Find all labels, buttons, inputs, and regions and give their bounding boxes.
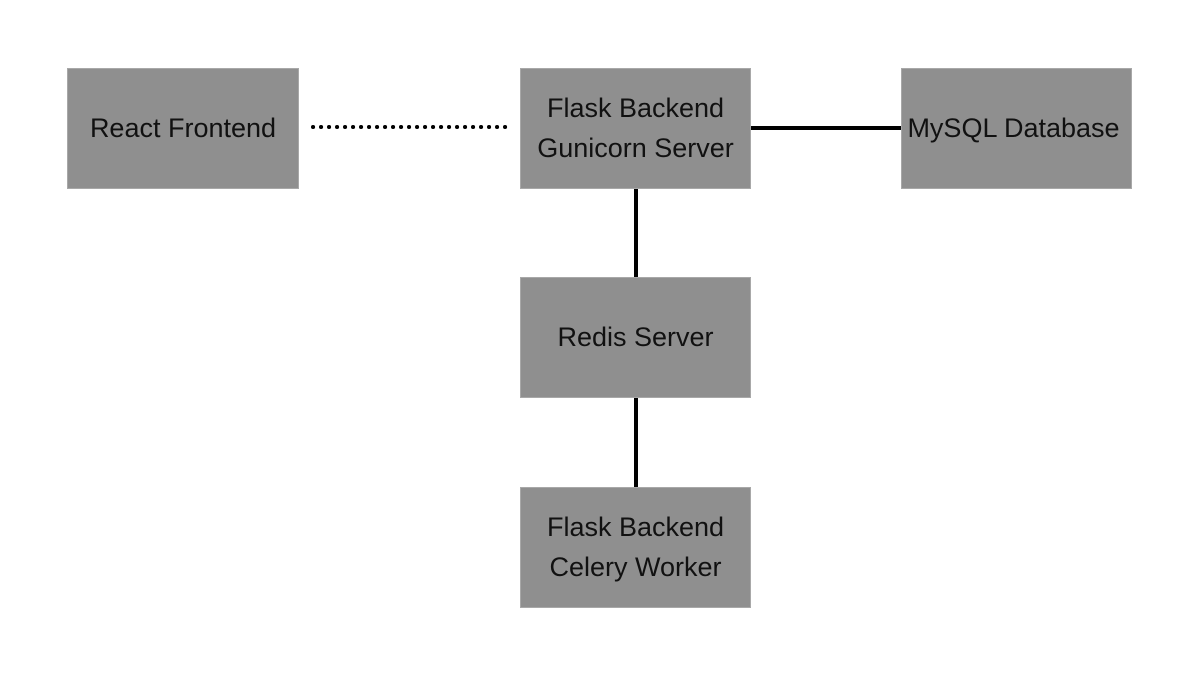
node-redis-server: Redis Server: [520, 277, 751, 398]
node-flask-backend-gunicorn: Flask Backend Gunicorn Server: [520, 68, 751, 189]
node-mysql-database: MySQL Database: [901, 68, 1132, 189]
node-label-line-2: Celery Worker: [549, 551, 722, 582]
node-react-frontend: React Frontend: [67, 68, 299, 189]
node-label: Redis Server: [557, 321, 714, 352]
node-flask-backend-celery: Flask Backend Celery Worker: [520, 487, 751, 608]
node-label-line-1: Flask Backend: [546, 512, 725, 543]
node-label-line-2: Gunicorn Server: [537, 132, 734, 163]
node-label: MySQL Database: [907, 112, 1120, 143]
node-label: React Frontend: [89, 112, 277, 143]
node-label-line-1: Flask Backend: [546, 93, 725, 124]
